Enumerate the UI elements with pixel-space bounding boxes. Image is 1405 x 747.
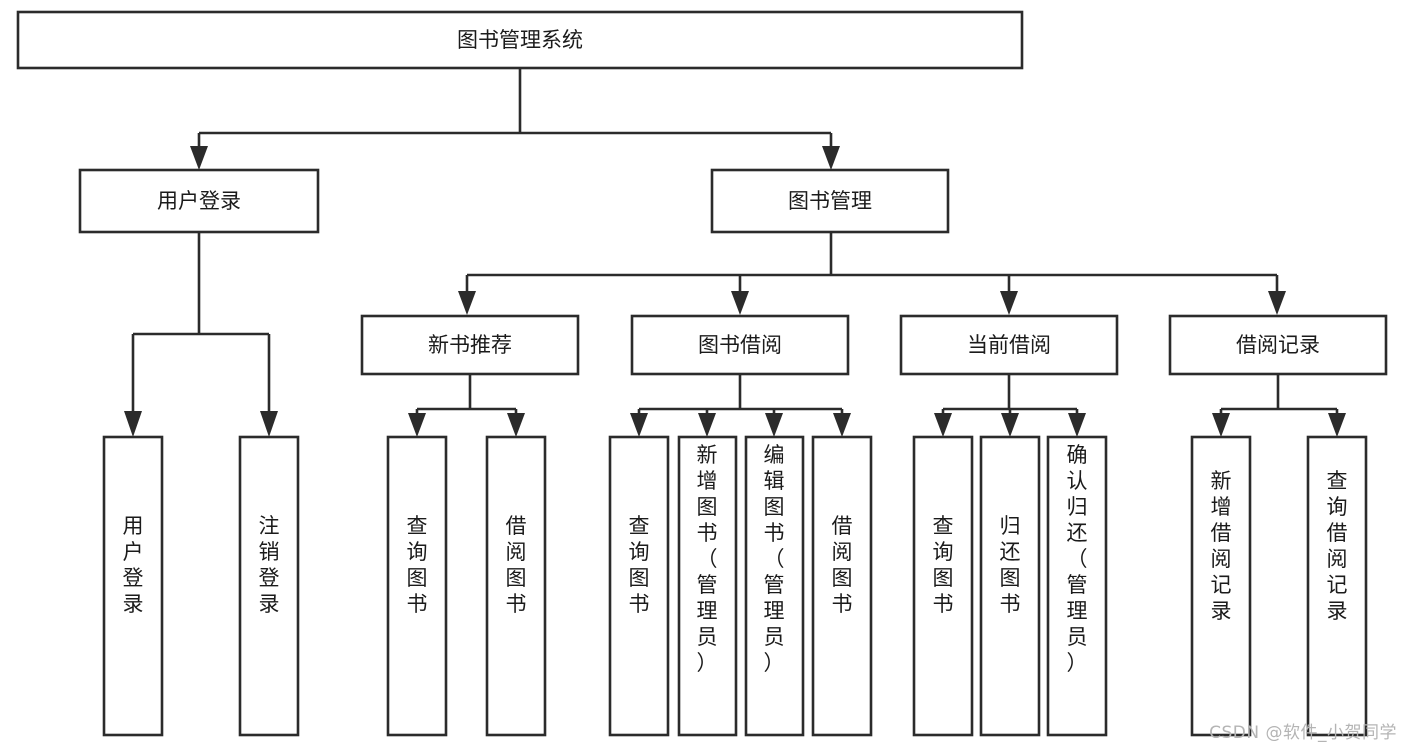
node-leaf-edit-book[interactable]: 编辑图书（管理员）: [744, 435, 805, 737]
arrowhead-current-borrow: [1000, 291, 1018, 315]
edge-group-book-manage-to-level3: [458, 232, 1286, 315]
arrowhead-leaf-query-book-3: [934, 413, 952, 437]
edge-group-new-book-recommend-to-leaves: [408, 374, 525, 437]
node-book-manage[interactable]: 图书管理: [710, 168, 950, 234]
node-borrow-record-box[interactable]: [1168, 314, 1388, 376]
arrowhead-leaf-edit-book: [765, 413, 783, 437]
node-user-login-box[interactable]: [78, 168, 320, 234]
node-leaf-logout-login[interactable]: 注销登录: [238, 435, 300, 737]
node-borrow-record[interactable]: 借阅记录: [1168, 314, 1388, 376]
node-leaf-query-book-3-box[interactable]: [912, 435, 974, 737]
node-leaf-return-book-box[interactable]: [979, 435, 1041, 737]
arrowhead-user-login: [190, 146, 208, 170]
arrowhead-leaf-borrow-book-1: [507, 413, 525, 437]
arrowhead-leaf-add-record: [1212, 413, 1230, 437]
arrowhead-leaf-query-book-1: [408, 413, 426, 437]
node-book-manage-box[interactable]: [710, 168, 950, 234]
node-leaf-user-login-box[interactable]: [102, 435, 164, 737]
arrowhead-leaf-logout-login: [260, 411, 278, 437]
node-leaf-query-book-1-box[interactable]: [386, 435, 448, 737]
node-leaf-return-book-label: 归还图书: [1000, 514, 1021, 616]
arrowhead-new-book-recommend: [458, 291, 476, 315]
arrowhead-leaf-query-record: [1328, 413, 1346, 437]
node-leaf-add-book[interactable]: 新增图书（管理员）: [677, 435, 738, 737]
node-leaf-add-record-label: 新增借阅记录: [1211, 469, 1232, 623]
node-current-borrow-label: 当前借阅: [967, 333, 1051, 357]
node-leaf-query-book-2-box[interactable]: [608, 435, 670, 737]
node-user-login[interactable]: 用户登录: [78, 168, 320, 234]
arrowhead-leaf-query-book-2: [630, 413, 648, 437]
node-root-box[interactable]: [16, 10, 1024, 70]
node-leaf-query-record-label: 查询借阅记录: [1327, 469, 1348, 623]
node-leaf-query-record[interactable]: 查询借阅记录: [1306, 435, 1368, 737]
node-leaf-query-book-2-label: 查询图书: [629, 514, 650, 616]
node-leaf-confirm-return-box[interactable]: [1046, 435, 1108, 737]
node-leaf-confirm-return-label: 确认归还（管理员）: [1067, 443, 1088, 675]
node-new-book-recommend-box[interactable]: [360, 314, 580, 376]
node-new-book-recommend-label: 新书推荐: [428, 333, 512, 357]
node-book-borrow-label: 图书借阅: [698, 333, 782, 357]
arrowhead-leaf-confirm-return: [1068, 413, 1086, 437]
node-leaf-logout-login-label: 注销登录: [259, 514, 280, 616]
node-leaf-borrow-book-2[interactable]: 借阅图书: [811, 435, 873, 737]
node-leaf-edit-book-label: 编辑图书（管理员）: [764, 443, 785, 675]
node-leaf-borrow-book-2-box[interactable]: [811, 435, 873, 737]
node-leaf-add-record-box[interactable]: [1190, 435, 1252, 737]
node-leaf-borrow-book-1-label: 借阅图书: [506, 514, 527, 616]
node-leaf-edit-book-box[interactable]: [744, 435, 805, 737]
node-leaf-borrow-book-1-box[interactable]: [485, 435, 547, 737]
node-leaf-add-record[interactable]: 新增借阅记录: [1190, 435, 1252, 737]
node-book-manage-label: 图书管理: [788, 189, 872, 213]
node-leaf-user-login-label: 用户登录: [123, 514, 144, 616]
arrowhead-leaf-borrow-book-2: [833, 413, 851, 437]
edge-group-current-borrow-to-leaves: [934, 374, 1086, 437]
edge-group-root-to-level2: [190, 68, 840, 170]
node-root[interactable]: 图书管理系统: [16, 10, 1024, 70]
node-leaf-borrow-book-1[interactable]: 借阅图书: [485, 435, 547, 737]
node-leaf-query-book-2[interactable]: 查询图书: [608, 435, 670, 737]
node-leaf-user-login[interactable]: 用户登录: [102, 435, 164, 737]
edge-group-user-login-to-leaves: [124, 232, 278, 437]
node-new-book-recommend[interactable]: 新书推荐: [360, 314, 580, 376]
node-leaf-add-book-label: 新增图书（管理员）: [697, 443, 718, 675]
node-borrow-record-label: 借阅记录: [1236, 333, 1320, 357]
node-user-login-label: 用户登录: [157, 189, 241, 213]
node-book-borrow[interactable]: 图书借阅: [630, 314, 850, 376]
node-current-borrow[interactable]: 当前借阅: [899, 314, 1119, 376]
node-leaf-return-book[interactable]: 归还图书: [979, 435, 1041, 737]
arrowhead-borrow-record: [1268, 291, 1286, 315]
node-book-borrow-box[interactable]: [630, 314, 850, 376]
arrowhead-leaf-return-book: [1001, 413, 1019, 437]
node-leaf-confirm-return[interactable]: 确认归还（管理员）: [1046, 435, 1108, 737]
arrowhead-leaf-user-login: [124, 411, 142, 437]
node-leaf-query-book-1-label: 查询图书: [407, 514, 428, 616]
arrowhead-leaf-add-book: [698, 413, 716, 437]
arrowhead-book-borrow: [731, 291, 749, 315]
node-leaf-query-book-1[interactable]: 查询图书: [386, 435, 448, 737]
edge-group-book-borrow-to-leaves: [630, 374, 851, 437]
node-current-borrow-box[interactable]: [899, 314, 1119, 376]
node-leaf-borrow-book-2-label: 借阅图书: [832, 514, 853, 616]
node-leaf-logout-login-box[interactable]: [238, 435, 300, 737]
node-leaf-query-book-3-label: 查询图书: [933, 514, 954, 616]
node-leaf-add-book-box[interactable]: [677, 435, 738, 737]
arrowhead-book-manage: [822, 146, 840, 170]
node-leaf-query-record-box[interactable]: [1306, 435, 1368, 737]
node-leaf-query-book-3[interactable]: 查询图书: [912, 435, 974, 737]
edge-group-borrow-record-to-leaves: [1212, 374, 1346, 437]
node-root-label: 图书管理系统: [457, 28, 583, 52]
